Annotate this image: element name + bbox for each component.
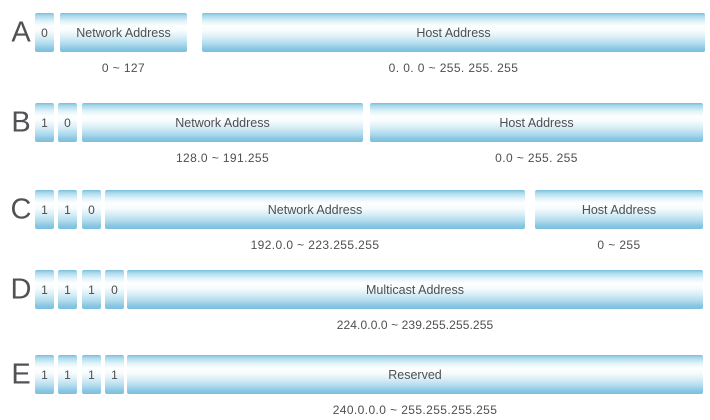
class-b-host-range: 0.0 ~ 255. 255 bbox=[495, 151, 578, 165]
class-d-bit-3: 0 bbox=[105, 270, 124, 309]
class-a-network-address-box: Network Address bbox=[60, 13, 187, 52]
segment-label: Network Address bbox=[76, 25, 171, 40]
segment-label: Host Address bbox=[581, 202, 657, 217]
class-c-bit-0: 1 bbox=[35, 190, 54, 229]
class-b-row: B 1 0 Network Address Host Address 128.0… bbox=[0, 103, 710, 165]
class-d-bit-2: 1 bbox=[82, 270, 101, 309]
class-b-letter: B bbox=[11, 106, 31, 138]
class-d-row: D 1 1 1 0 Multicast Address 224.0.0.0 ~ … bbox=[0, 270, 710, 332]
class-e-reserved-box: Reserved bbox=[127, 355, 703, 394]
class-a-bit-0: 0 bbox=[35, 13, 54, 52]
class-c-letter: C bbox=[10, 193, 32, 225]
class-a-letter: A bbox=[11, 16, 31, 48]
class-b-host-address-box: Host Address bbox=[370, 103, 703, 142]
class-a-host-range: 0. 0. 0 ~ 255. 255. 255 bbox=[388, 61, 519, 75]
class-e-bit-1: 1 bbox=[58, 355, 77, 394]
segment-label: Host Address bbox=[416, 25, 491, 40]
class-c-host-range: 0 ~ 255 bbox=[597, 238, 641, 252]
class-e-bit-2: 1 bbox=[82, 355, 101, 394]
class-a-host-address-box: Host Address bbox=[202, 13, 705, 52]
class-d-multicast-address-box: Multicast Address bbox=[127, 270, 703, 309]
class-b-network-address-box: Network Address bbox=[82, 103, 363, 142]
class-c-bit-1: 1 bbox=[58, 190, 77, 229]
class-a-row: A 0 Network Address Host Address 0 ~ 127… bbox=[0, 13, 710, 75]
class-d-letter: D bbox=[10, 273, 32, 305]
class-c-row: C 1 1 0 Network Address Host Address 192… bbox=[0, 190, 710, 252]
class-d-bit-1: 1 bbox=[58, 270, 77, 309]
segment-label: Multicast Address bbox=[366, 282, 464, 297]
segment-label: Network Address bbox=[175, 115, 270, 130]
class-e-bit-0: 1 bbox=[35, 355, 54, 394]
class-e-letter: E bbox=[11, 358, 31, 390]
class-d-multicast-range: 224.0.0.0 ~ 239.255.255.255 bbox=[336, 318, 494, 332]
class-c-bit-2: 0 bbox=[82, 190, 101, 229]
class-d-bit-0: 1 bbox=[35, 270, 54, 309]
class-e-row: E 1 1 1 1 Reserved 240.0.0.0 ~ 255.255.2… bbox=[0, 355, 710, 417]
class-b-bit-1: 0 bbox=[58, 103, 77, 142]
segment-label: Reserved bbox=[388, 367, 442, 382]
class-c-host-address-box: Host Address bbox=[535, 190, 703, 229]
class-e-reserved-range: 240.0.0.0 ~ 255.255.255.255 bbox=[332, 403, 498, 417]
class-b-network-range: 128.0 ~ 191.255 bbox=[175, 151, 270, 165]
class-c-network-address-box: Network Address bbox=[105, 190, 525, 229]
class-c-network-range: 192.0.0 ~ 223.255.255 bbox=[250, 238, 380, 252]
class-e-bit-3: 1 bbox=[105, 355, 124, 394]
class-a-network-range: 0 ~ 127 bbox=[101, 61, 146, 75]
class-b-bit-0: 1 bbox=[35, 103, 54, 142]
segment-label: Host Address bbox=[499, 115, 574, 130]
segment-label: Network Address bbox=[267, 202, 363, 217]
